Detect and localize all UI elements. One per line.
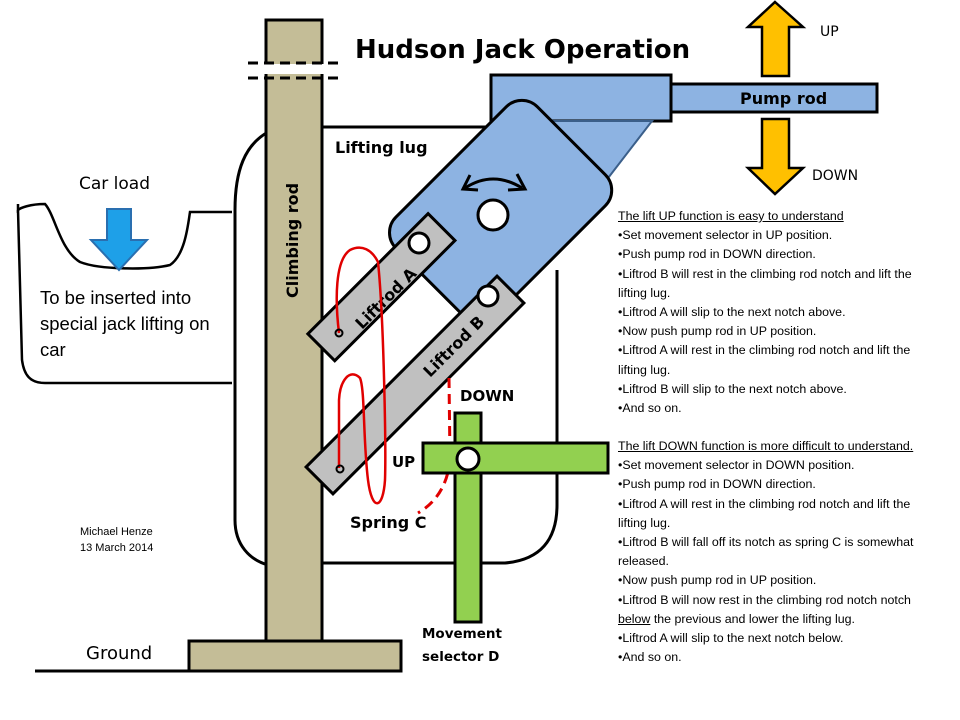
down-step: And so on.	[618, 648, 918, 667]
up-step: Liftrod B will slip to the next notch ab…	[618, 380, 918, 399]
liftrod-b-pin	[476, 284, 500, 308]
rotate-arrow-right-head	[507, 173, 528, 192]
down-step: Liftrod A will slip to the next notch be…	[618, 629, 918, 648]
down-step-6-emphasis: below	[618, 611, 651, 626]
down-step: Set movement selector in DOWN position.	[618, 456, 918, 475]
spring-c-label: Spring C	[350, 513, 427, 532]
car-body-outline	[16, 202, 232, 270]
climbing-rod-label: Climbing rod	[283, 183, 302, 298]
up-arrow-icon[interactable]	[744, 0, 807, 78]
author-name: Michael Henze	[80, 526, 153, 538]
movement-selector-label-2: selector D	[422, 649, 499, 665]
pump-rod[interactable]	[669, 82, 879, 114]
car-body-lower	[16, 209, 232, 385]
selector-pivot	[455, 446, 481, 472]
down-step-6-post: the previous and lower the lifting lug.	[650, 611, 855, 626]
selector-down-label: DOWN	[460, 387, 514, 405]
up-step: Liftrod A will slip to the next notch ab…	[618, 303, 918, 322]
rotate-arrow-icon	[464, 177, 523, 190]
lifting-lug-frame	[322, 125, 559, 565]
rotate-arrow-left-head	[460, 174, 479, 192]
up-step: Push pump rod in DOWN direction.	[618, 245, 918, 264]
pump-rod-label: Pump rod	[740, 89, 827, 108]
up-function-heading: The lift UP function is easy to understa…	[618, 209, 844, 223]
liftrod-b[interactable]	[303, 273, 527, 497]
up-step: Set movement selector in UP position.	[618, 226, 918, 245]
down-step: Liftrod B will fall off its notch as spr…	[618, 533, 918, 571]
ground-label: Ground	[86, 643, 152, 664]
car-insert-note: To be inserted into special jack lifting…	[40, 287, 210, 360]
car-load-label: Car load	[79, 174, 150, 194]
down-arrow-icon[interactable]	[744, 117, 807, 196]
ground-base	[187, 639, 403, 673]
up-function-notes: The lift UP function is easy to understa…	[618, 207, 918, 418]
spring-anchor-b	[335, 464, 345, 474]
up-step: Liftrod A will rest in the climbing rod …	[618, 341, 918, 379]
movement-selector-label-1: Movement	[422, 626, 502, 642]
lifting-lug-label: Lifting lug	[335, 138, 428, 157]
selector-up-label: UP	[392, 453, 415, 471]
liftrod-a-pin	[407, 231, 431, 255]
lever-pivot	[476, 198, 510, 232]
up-step: Liftrod B will rest in the climbing rod …	[618, 265, 918, 303]
lifting-lug-outline	[233, 130, 269, 567]
spring-anchor-a	[334, 328, 344, 338]
down-function-heading: The lift DOWN function is more difficult…	[618, 439, 914, 453]
down-step-6-pre: notch	[880, 592, 911, 607]
rod-break-gap	[244, 64, 344, 74]
up-step: Now push pump rod in UP position.	[618, 322, 918, 341]
down-function-notes: The lift DOWN function is more difficult…	[618, 437, 918, 667]
up-step: And so on.	[618, 399, 918, 418]
down-step: Now push pump rod in UP position.	[618, 571, 918, 590]
down-arrow-label: DOWN	[812, 168, 858, 184]
up-arrow-label: UP	[820, 24, 839, 40]
page-title: Hudson Jack Operation	[355, 35, 690, 65]
down-step-6: Liftrod B will now rest in the climbing …	[618, 591, 918, 629]
spring-c	[335, 246, 387, 505]
down-step-6-start: Liftrod B will now rest in the climbing …	[618, 593, 877, 607]
author-credit: Michael Henze 13 March 2014	[80, 524, 153, 556]
author-date: 13 March 2014	[80, 542, 154, 554]
down-step: Push pump rod in DOWN direction.	[618, 475, 918, 494]
selector-horizontal-bar[interactable]	[421, 441, 610, 475]
car-load-arrow-icon	[88, 208, 150, 272]
down-step: Liftrod A will rest in the climbing rod …	[618, 495, 918, 533]
